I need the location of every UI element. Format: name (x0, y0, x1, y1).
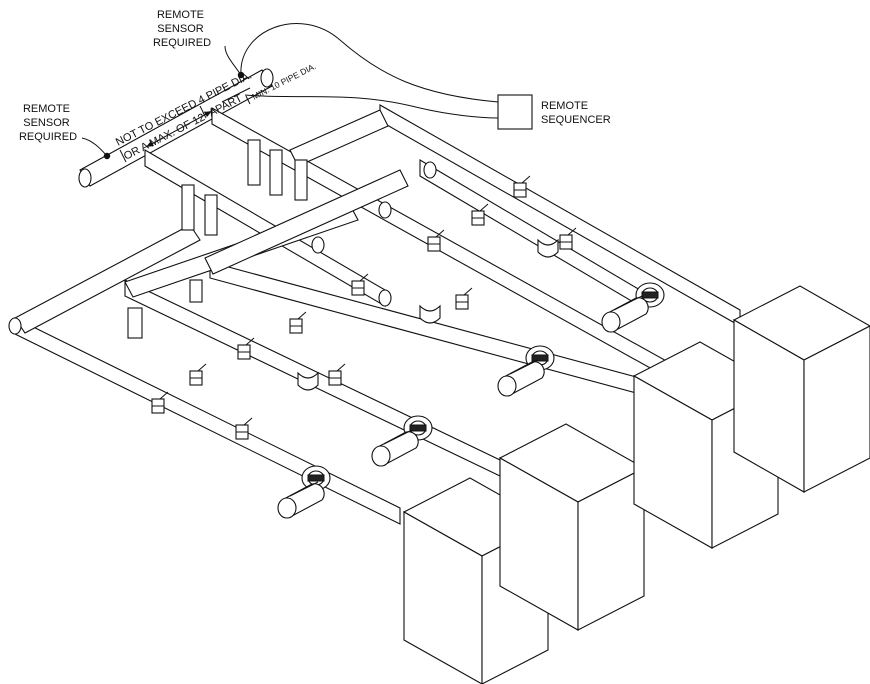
label-remote-sequencer: REMOTE SEQUENCER (541, 100, 611, 126)
label-remote-sensor-left: REMOTE SENSOR REQUIRED (19, 103, 77, 143)
remote-sequencer-box (497, 94, 533, 130)
label-spacing-note-1: NOT TO EXCEED 4 PIPE DIA. (114, 69, 254, 148)
pump-set-1 (277, 465, 331, 519)
spacing-dimension (146, 111, 212, 147)
equipment-box-4 (732, 285, 870, 493)
min-dimension (221, 87, 251, 105)
label-remote-sensor-top: REMOTE SENSOR REQUIRED (153, 9, 211, 49)
sensor-wire-lower (244, 94, 499, 119)
equipment-box-2 (498, 423, 646, 631)
sensor-wire-top (240, 23, 499, 103)
main-header-pipe (78, 68, 274, 188)
